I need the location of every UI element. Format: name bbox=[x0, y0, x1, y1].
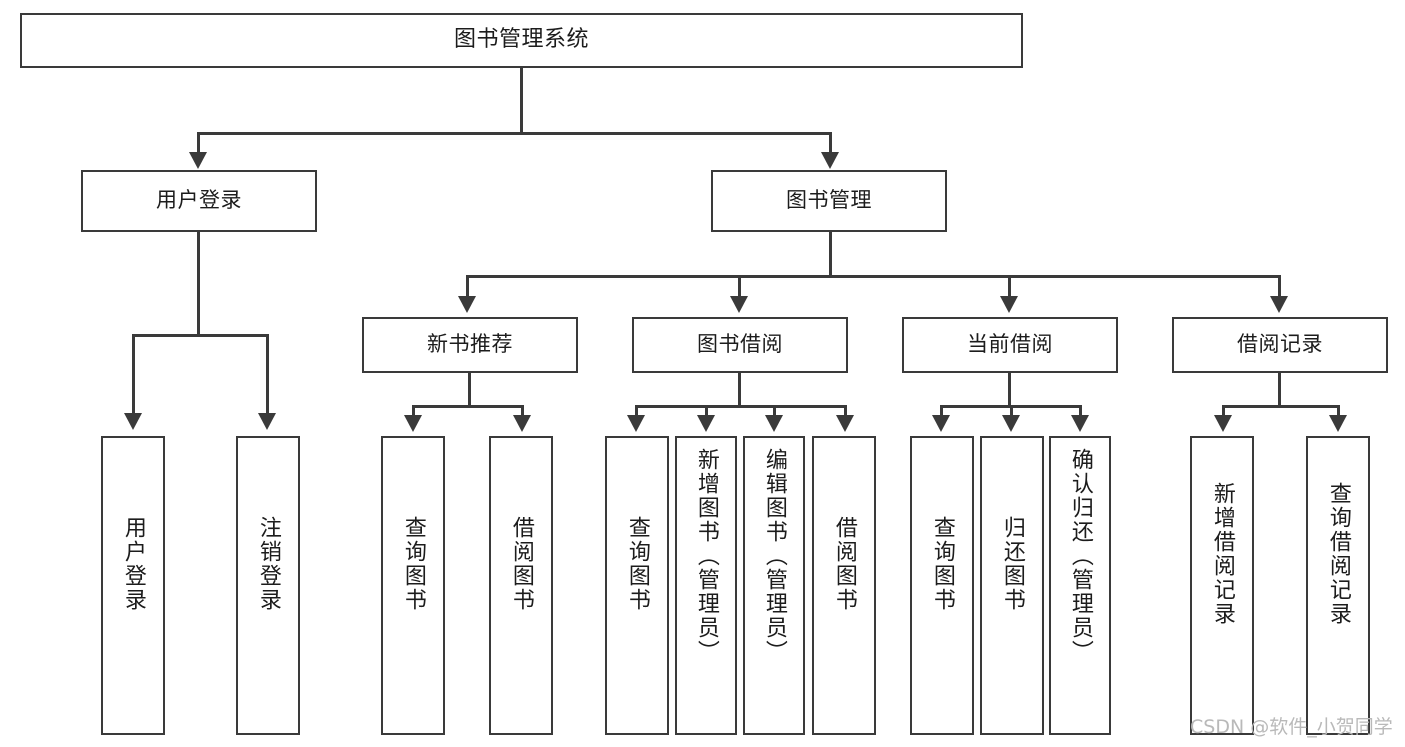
node-label: 借阅图书 bbox=[508, 516, 534, 612]
connector-book-borrow-branch-1 bbox=[635, 405, 638, 419]
arrow-current-borrow-leaf-1 bbox=[932, 415, 950, 432]
node-label: 图书管理系统 bbox=[453, 27, 589, 53]
node-label: 借阅记录 bbox=[1237, 332, 1323, 357]
node-label: 新增图书（管理员） bbox=[693, 448, 719, 664]
arrow-bm-to-new-book bbox=[458, 296, 476, 313]
connector-current-borrow-branch-2 bbox=[1010, 405, 1013, 419]
connector-current-borrow-branch-3 bbox=[1079, 405, 1082, 419]
leaf-new-book-query-book[interactable]: 查询图书 bbox=[381, 436, 445, 735]
arrow-user-login-leaf-2 bbox=[258, 413, 276, 430]
node-label: 确认归还（管理员） bbox=[1067, 448, 1093, 664]
leaf-current-borrow-query-book[interactable]: 查询图书 bbox=[910, 436, 974, 735]
leaf-book-borrow-edit-book-admin[interactable]: 编辑图书（管理员） bbox=[743, 436, 805, 735]
connector-root-to-user-login bbox=[197, 132, 200, 157]
leaf-borrow-record-query-record[interactable]: 查询借阅记录 bbox=[1306, 436, 1370, 735]
leaf-new-book-borrow-book[interactable]: 借阅图书 bbox=[489, 436, 553, 735]
node-book-borrow[interactable]: 图书借阅 bbox=[632, 317, 848, 373]
arrow-book-borrow-leaf-1 bbox=[627, 415, 645, 432]
arrow-root-to-book-management bbox=[821, 152, 839, 169]
node-label: 用户登录 bbox=[120, 516, 146, 612]
connector-user-login-branch-1 bbox=[132, 334, 135, 417]
csdn-watermark: CSDN @软件_小贺同学 bbox=[1190, 716, 1393, 738]
leaf-book-borrow-query-book[interactable]: 查询图书 bbox=[605, 436, 669, 735]
arrow-bm-to-borrow-record bbox=[1270, 296, 1288, 313]
connector-user-login-bus bbox=[132, 334, 269, 337]
arrow-borrow-record-leaf-1 bbox=[1214, 415, 1232, 432]
connector-new-book-branch-1 bbox=[412, 405, 415, 419]
connector-user-login-stem bbox=[197, 232, 200, 336]
arrow-current-borrow-leaf-3 bbox=[1071, 415, 1089, 432]
connector-book-borrow-branch-3 bbox=[773, 405, 776, 419]
leaf-book-borrow-borrow-book[interactable]: 借阅图书 bbox=[812, 436, 876, 735]
arrow-user-login-leaf-1 bbox=[124, 413, 142, 430]
connector-book-management-bus bbox=[466, 275, 1279, 278]
connector-bm-to-borrow-record bbox=[1278, 275, 1281, 300]
arrow-book-borrow-leaf-3 bbox=[765, 415, 783, 432]
node-book-management[interactable]: 图书管理 bbox=[711, 170, 947, 232]
arrow-new-book-leaf-1 bbox=[404, 415, 422, 432]
leaf-user-login-logout[interactable]: 注销登录 bbox=[236, 436, 300, 735]
connector-new-book-bus bbox=[412, 405, 524, 408]
arrow-book-borrow-leaf-4 bbox=[836, 415, 854, 432]
connector-book-borrow-branch-2 bbox=[705, 405, 708, 419]
arrow-root-to-user-login bbox=[189, 152, 207, 169]
arrow-new-book-leaf-2 bbox=[513, 415, 531, 432]
node-label: 编辑图书（管理员） bbox=[761, 448, 787, 664]
node-label: 借阅图书 bbox=[831, 516, 857, 612]
connector-bm-to-new-book bbox=[466, 275, 469, 300]
connector-borrow-record-branch-2 bbox=[1337, 405, 1340, 419]
leaf-current-borrow-confirm-return-admin[interactable]: 确认归还（管理员） bbox=[1049, 436, 1111, 735]
connector-new-book-branch-2 bbox=[521, 405, 524, 419]
connector-new-book-stem bbox=[468, 373, 471, 408]
connector-borrow-record-stem bbox=[1278, 373, 1281, 408]
node-user-login[interactable]: 用户登录 bbox=[81, 170, 317, 232]
arrow-borrow-record-leaf-2 bbox=[1329, 415, 1347, 432]
connector-bm-to-current-borrow bbox=[1008, 275, 1011, 300]
leaf-borrow-record-add-record[interactable]: 新增借阅记录 bbox=[1190, 436, 1254, 735]
leaf-current-borrow-return-book[interactable]: 归还图书 bbox=[980, 436, 1044, 735]
node-borrow-record[interactable]: 借阅记录 bbox=[1172, 317, 1388, 373]
node-new-book-recommend[interactable]: 新书推荐 bbox=[362, 317, 578, 373]
connector-book-borrow-bus bbox=[635, 405, 847, 408]
node-label: 注销登录 bbox=[255, 516, 281, 612]
node-label: 归还图书 bbox=[999, 516, 1025, 612]
connector-root-stem bbox=[520, 68, 523, 134]
node-label: 查询借阅记录 bbox=[1325, 482, 1351, 626]
connector-book-borrow-branch-4 bbox=[844, 405, 847, 419]
connector-root-to-book-management bbox=[829, 132, 832, 157]
node-label: 新增借阅记录 bbox=[1209, 482, 1235, 626]
connector-borrow-record-branch-1 bbox=[1222, 405, 1225, 419]
connector-current-borrow-stem bbox=[1008, 373, 1011, 408]
node-current-borrow[interactable]: 当前借阅 bbox=[902, 317, 1118, 373]
node-label: 当前借阅 bbox=[967, 332, 1053, 357]
node-root-book-management-system[interactable]: 图书管理系统 bbox=[20, 13, 1023, 68]
node-label: 用户登录 bbox=[156, 188, 242, 213]
arrow-bm-to-book-borrow bbox=[730, 296, 748, 313]
node-label: 图书管理 bbox=[786, 188, 872, 213]
node-label: 图书借阅 bbox=[697, 332, 783, 357]
arrow-bm-to-current-borrow bbox=[1000, 296, 1018, 313]
connector-borrow-record-bus bbox=[1222, 405, 1340, 408]
arrow-book-borrow-leaf-2 bbox=[697, 415, 715, 432]
node-label: 查询图书 bbox=[624, 516, 650, 612]
arrow-current-borrow-leaf-2 bbox=[1002, 415, 1020, 432]
connector-book-borrow-stem bbox=[738, 373, 741, 408]
leaf-book-borrow-add-book-admin[interactable]: 新增图书（管理员） bbox=[675, 436, 737, 735]
connector-current-borrow-branch-1 bbox=[940, 405, 943, 419]
connector-user-login-branch-2 bbox=[266, 334, 269, 417]
connector-root-bus bbox=[197, 132, 832, 135]
connector-book-management-stem bbox=[829, 232, 832, 278]
connector-bm-to-book-borrow bbox=[738, 275, 741, 300]
leaf-user-login-login[interactable]: 用户登录 bbox=[101, 436, 165, 735]
node-label: 查询图书 bbox=[929, 516, 955, 612]
node-label: 查询图书 bbox=[400, 516, 426, 612]
node-label: 新书推荐 bbox=[427, 332, 513, 357]
